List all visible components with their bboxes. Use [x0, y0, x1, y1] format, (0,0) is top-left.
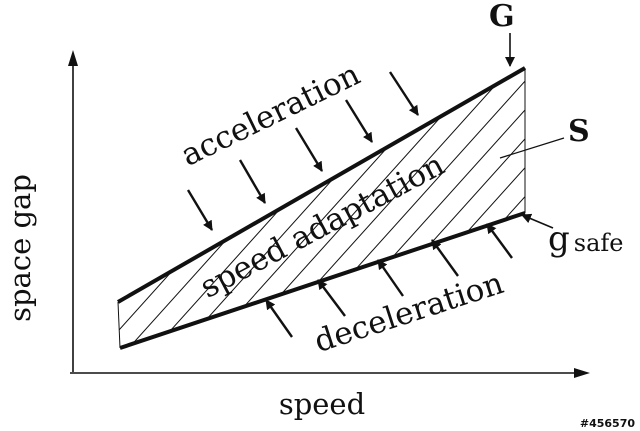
- hatch-line: [505, 68, 525, 348]
- acceleration-arrow: [294, 127, 324, 172]
- hatch-line: [118, 68, 295, 348]
- region-label-s: S: [568, 114, 590, 149]
- acceleration-arrow: [344, 99, 374, 143]
- x-axis-arrowhead: [574, 368, 590, 378]
- hatch-line: [118, 68, 321, 348]
- hatch-line: [271, 68, 525, 348]
- deceleration-arrow: [486, 223, 513, 259]
- hatch-line: [118, 68, 269, 348]
- watermark: #456570: [580, 417, 635, 430]
- acceleration-label: acceleration: [175, 56, 365, 173]
- s-pointer-line: [499, 137, 565, 159]
- acceleration-arrows: [186, 71, 420, 231]
- gsafe-pointer-arrow: [521, 213, 554, 229]
- gsafe-main: g: [548, 219, 570, 259]
- hatch-line: [245, 68, 525, 348]
- deceleration-arrow: [431, 239, 459, 277]
- deceleration-label: deceleration: [310, 265, 508, 360]
- hatch-line: [636, 20, 640, 420]
- hatch-line: [453, 68, 525, 348]
- hatch-line: [297, 68, 525, 348]
- deceleration-arrow: [317, 279, 346, 317]
- y-axis-arrowhead: [68, 50, 78, 66]
- x-axis-label: speed: [279, 387, 365, 421]
- hatch-line: [349, 68, 525, 348]
- curve-label-g-upper: G: [489, 0, 515, 34]
- acceleration-arrow: [388, 71, 420, 116]
- deceleration-arrows: [265, 223, 513, 338]
- band-left-edge: [117, 301, 121, 349]
- hatch-line: [610, 20, 640, 420]
- hatch-line: [219, 68, 525, 348]
- deceleration-arrow: [265, 299, 293, 338]
- hatch-line: [584, 20, 640, 420]
- gsafe-subscript: safe: [574, 229, 624, 257]
- hatch-line: [401, 68, 525, 348]
- axes: [68, 50, 590, 378]
- y-axis-label: space gap: [3, 174, 37, 322]
- deceleration-arrow: [377, 259, 404, 297]
- hatch-line: [558, 20, 640, 420]
- upper-boundary-curve: [117, 66, 526, 304]
- acceleration-arrow: [238, 159, 267, 204]
- acceleration-arrow: [186, 189, 214, 231]
